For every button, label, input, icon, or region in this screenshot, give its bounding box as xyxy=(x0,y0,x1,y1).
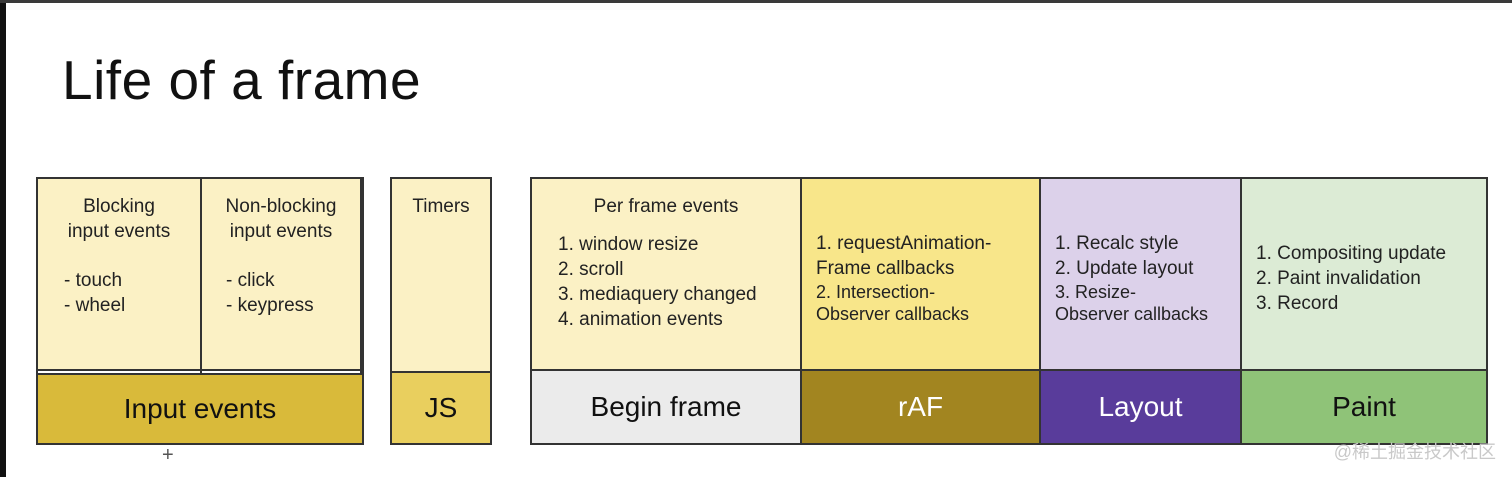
blocking-input-column: Blocking input events - touch - wheel xyxy=(38,179,202,443)
layout-item-3b: Observer callbacks xyxy=(1055,304,1209,324)
paint-item-2: 2. Paint invalidation xyxy=(1256,268,1421,289)
begin-frame-label: Begin frame xyxy=(532,371,800,443)
nonblocking-heading-line2: input events xyxy=(229,221,333,242)
raf-item-1a: 1. requestAnimation- xyxy=(816,233,992,254)
per-frame-item-3: 3. mediaquery changed xyxy=(558,284,757,305)
js-group: Timers JS xyxy=(390,177,492,445)
layout-item-2: 2. Update layout xyxy=(1055,258,1194,279)
top-border xyxy=(0,0,1512,3)
paint-item-1: 1. Compositing update xyxy=(1256,243,1447,264)
layout-label: Layout xyxy=(1041,371,1240,443)
left-edge-bar xyxy=(0,3,6,477)
raf-item-2b: Observer callbacks xyxy=(816,304,970,324)
per-frame-item-4: 4. animation events xyxy=(558,309,723,330)
nonblocking-input-column: Non-blocking input events - click - keyp… xyxy=(202,179,362,443)
input-events-group: Blocking input events - touch - wheel No… xyxy=(36,177,364,445)
frame-group: Per frame events 1. window resize 2. scr… xyxy=(530,177,1488,445)
layout-cell: 1. Recalc style 2. Update layout 3. Resi… xyxy=(1041,179,1240,371)
timers-cell: Timers xyxy=(392,179,490,373)
layout-item-3a: 3. Resize- xyxy=(1055,282,1137,302)
blocking-heading-line1: Blocking xyxy=(83,196,155,217)
raf-column: 1. requestAnimation- Frame callbacks 2. … xyxy=(802,179,1041,443)
per-frame-item-2: 2. scroll xyxy=(558,259,624,280)
begin-frame-column: Per frame events 1. window resize 2. scr… xyxy=(532,179,802,443)
raf-label: rAF xyxy=(802,371,1039,443)
per-frame-item-1: 1. window resize xyxy=(558,234,699,255)
nonblocking-item-click: - click xyxy=(226,270,275,291)
paint-column: 1. Compositing update 2. Paint invalidat… xyxy=(1242,179,1486,443)
per-frame-events-heading: Per frame events xyxy=(593,196,739,217)
blocking-item-touch: - touch xyxy=(64,270,123,291)
layout-item-1: 1. Recalc style xyxy=(1055,233,1179,254)
raf-item-1b: Frame callbacks xyxy=(816,258,955,279)
paint-label: Paint xyxy=(1242,371,1486,443)
layout-column: 1. Recalc style 2. Update layout 3. Resi… xyxy=(1041,179,1242,443)
per-frame-events-cell: Per frame events 1. window resize 2. scr… xyxy=(532,179,800,371)
blocking-item-wheel: - wheel xyxy=(64,295,126,316)
page-title: Life of a frame xyxy=(62,49,422,111)
input-events-label: Input events xyxy=(38,373,362,443)
blocking-input-cell: Blocking input events - touch - wheel xyxy=(38,179,200,371)
watermark: @稀土掘金技术社区 xyxy=(1333,442,1496,462)
nonblocking-heading-line1: Non-blocking xyxy=(225,196,337,217)
paint-cell: 1. Compositing update 2. Paint invalidat… xyxy=(1242,179,1486,371)
nonblocking-input-cell: Non-blocking input events - click - keyp… xyxy=(202,179,360,371)
raf-cell: 1. requestAnimation- Frame callbacks 2. … xyxy=(802,179,1039,371)
blocking-heading-line2: input events xyxy=(67,221,171,242)
paint-item-3: 3. Record xyxy=(1256,293,1339,314)
crosshair-cursor: + xyxy=(162,444,174,466)
js-label: JS xyxy=(392,373,490,443)
raf-item-2a: 2. Intersection- xyxy=(816,282,936,302)
nonblocking-item-keypress: - keypress xyxy=(226,295,314,316)
timers-heading: Timers xyxy=(412,196,470,217)
